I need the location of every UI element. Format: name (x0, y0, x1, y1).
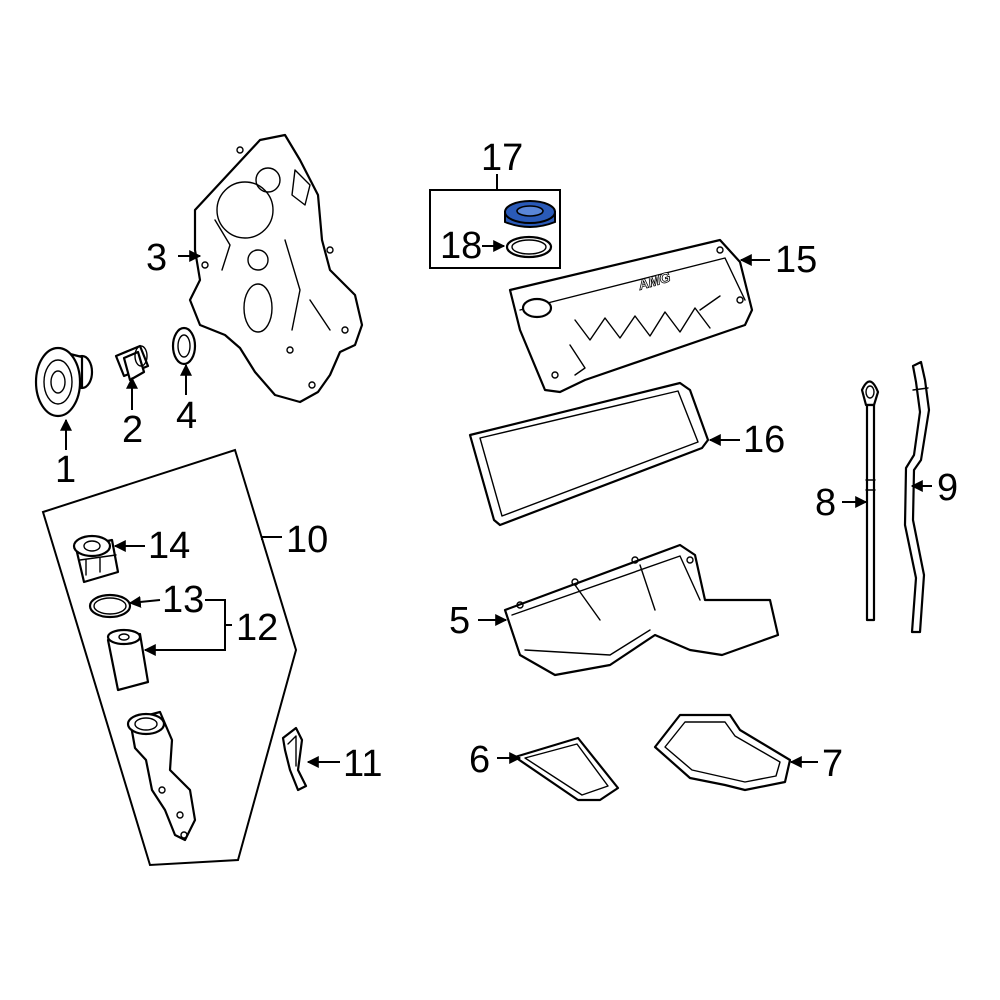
callout-18: 18 (440, 225, 482, 267)
oil-filter-housing-gasket[interactable] (281, 726, 308, 792)
callout-1: 1 (55, 449, 76, 491)
callout-2: 2 (122, 409, 143, 451)
callout-8: 8 (815, 482, 836, 524)
callout-14: 14 (148, 525, 190, 567)
crankshaft-pulley[interactable] (34, 346, 94, 418)
callout-15: 15 (775, 239, 817, 281)
dipstick[interactable] (860, 380, 880, 622)
oil-filter-housing[interactable] (126, 710, 197, 842)
callout-11: 11 (343, 743, 382, 785)
timing-cover[interactable] (188, 133, 364, 404)
valve-cover-seal-kit-box (429, 189, 561, 269)
dipstick-tube[interactable] (903, 360, 931, 634)
oil-pan-lower-front[interactable] (513, 736, 620, 802)
callout-3: 3 (146, 237, 167, 279)
callout-labels: 1 2 3 4 5 6 7 8 9 10 11 12 13 14 15 16 1… (55, 137, 958, 785)
leader-lines (60, 174, 932, 768)
callout-12: 12 (236, 607, 278, 649)
callout-13: 13 (162, 579, 204, 621)
oil-filter-element[interactable] (106, 628, 150, 692)
oil-pan-lower-rear[interactable] (653, 713, 792, 792)
callout-9: 9 (937, 467, 958, 509)
valve-cover-seal[interactable] (504, 200, 556, 228)
callout-4: 4 (176, 395, 197, 437)
callout-17: 17 (481, 137, 523, 179)
oil-filter-cap[interactable] (72, 534, 120, 584)
callout-16: 16 (743, 419, 785, 461)
valve-cover-o-ring[interactable] (505, 235, 553, 259)
valve-cover-gasket[interactable] (468, 381, 710, 527)
callout-6: 6 (469, 739, 490, 781)
front-crankshaft-seal[interactable] (171, 326, 197, 366)
oil-filter-housing-group-outline (41, 448, 298, 867)
callout-5: 5 (449, 600, 470, 642)
oil-pan-upper[interactable] (503, 543, 780, 677)
pulley-bolt[interactable] (114, 344, 150, 382)
callout-7: 7 (822, 743, 843, 785)
valve-cover[interactable]: AMG (508, 238, 754, 394)
callout-10: 10 (286, 519, 328, 561)
filter-cap-o-ring[interactable] (88, 593, 132, 619)
